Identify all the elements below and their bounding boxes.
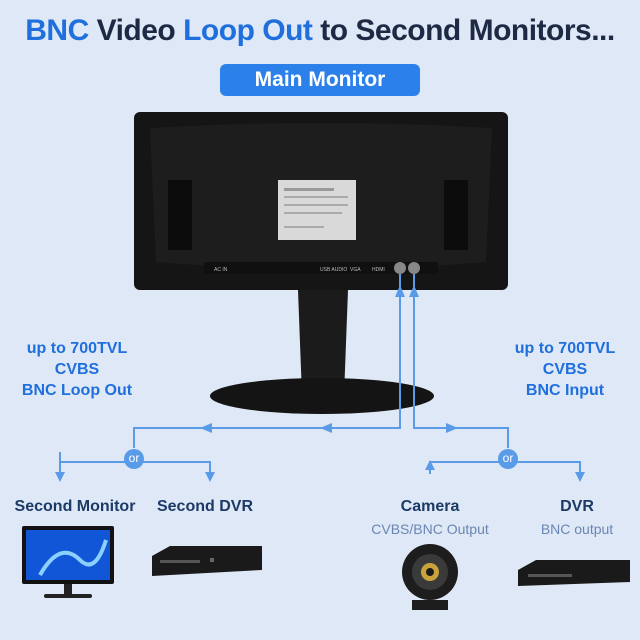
camera-image bbox=[402, 544, 458, 610]
dvr-image bbox=[518, 560, 630, 586]
loop-out-label: up to 700TVL CVBS BNC Loop Out bbox=[12, 338, 142, 401]
title-loop-out: Loop Out bbox=[183, 14, 313, 47]
bnc-loop-out-port bbox=[394, 262, 406, 274]
loop-out-type: BNC Loop Out bbox=[21, 382, 133, 399]
input-resolution: up to 700TVL bbox=[514, 340, 616, 357]
port-ac-in: AC IN bbox=[214, 267, 228, 273]
second-monitor-title: Second Monitor bbox=[14, 498, 136, 515]
port-hdmi: HDMI bbox=[372, 267, 385, 273]
title-rest: to Second Monitors... bbox=[320, 14, 615, 47]
main-monitor-badge: Main Monitor bbox=[220, 64, 420, 96]
port-vga: VGA bbox=[350, 267, 361, 273]
monitor-base bbox=[210, 378, 434, 414]
input-label: up to 700TVL CVBS BNC Input bbox=[500, 338, 630, 401]
monitor-stand bbox=[298, 290, 348, 396]
title-video: Video bbox=[96, 14, 176, 47]
second-monitor-image bbox=[22, 526, 114, 598]
title-bnc: BNC bbox=[25, 14, 89, 47]
camera-subtitle: CVBS/BNC Output bbox=[371, 521, 489, 537]
or-badge-right: or bbox=[498, 449, 518, 469]
page-title: BNC Video Loop Out to Second Monitors... bbox=[0, 14, 640, 48]
loop-out-format: CVBS bbox=[54, 361, 100, 378]
or-badge-left: or bbox=[124, 449, 144, 469]
arrowheads bbox=[55, 285, 585, 482]
dvr-subtitle: BNC output bbox=[540, 521, 614, 537]
port-usb-audio: USB AUDIO bbox=[320, 267, 347, 273]
input-type: BNC Input bbox=[525, 382, 605, 399]
loop-out-resolution: up to 700TVL bbox=[26, 340, 128, 357]
second-dvr-title: Second DVR bbox=[156, 498, 253, 515]
bnc-input-port bbox=[408, 262, 420, 274]
camera-title: Camera bbox=[400, 498, 460, 515]
second-dvr-image bbox=[152, 546, 262, 576]
dvr-title: DVR bbox=[560, 498, 594, 515]
input-format: CVBS bbox=[542, 361, 588, 378]
main-monitor-back: AC IN USB AUDIO VGA HDMI bbox=[134, 112, 508, 290]
